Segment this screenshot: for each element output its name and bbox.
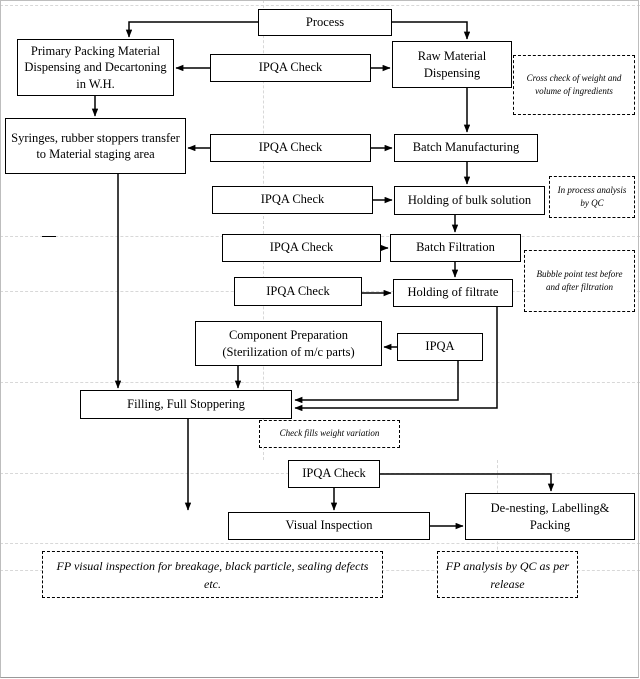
- grid-line: [0, 543, 640, 544]
- node-component-preparation[interactable]: Component Preparation (Sterilization of …: [195, 321, 382, 366]
- node-filling-full-stoppering[interactable]: Filling, Full Stoppering: [80, 390, 292, 419]
- node-ipqa-check-2[interactable]: IPQA Check: [210, 134, 371, 162]
- node-holding-bulk-solution[interactable]: Holding of bulk solution: [394, 186, 545, 215]
- note-fp-visual-inspection: FP visual inspection for breakage, black…: [42, 551, 383, 598]
- node-holding-filtrate[interactable]: Holding of filtrate: [393, 279, 513, 307]
- node-ipqa-check-4[interactable]: IPQA Check: [222, 234, 381, 262]
- note-check-fills-weight-variation: Check fills weight variation: [259, 420, 400, 448]
- node-primary-packing-material[interactable]: Primary Packing Material Dispensing and …: [17, 39, 174, 96]
- node-process[interactable]: Process: [258, 9, 392, 36]
- node-syringes-transfer[interactable]: Syringes, rubber stoppers transfer to Ma…: [5, 118, 186, 174]
- node-ipqa-check-1[interactable]: IPQA Check: [210, 54, 371, 82]
- grid-line-vertical: [263, 0, 264, 460]
- stray-rule: [42, 236, 56, 237]
- node-ipqa-check-3[interactable]: IPQA Check: [212, 186, 373, 214]
- node-ipqa[interactable]: IPQA: [397, 333, 483, 361]
- grid-line: [0, 5, 640, 6]
- node-denesting-labelling-packing[interactable]: De-nesting, Labelling& Packing: [465, 493, 635, 540]
- note-in-process-analysis: In process analysis by QC: [549, 176, 635, 218]
- node-ipqa-check-6[interactable]: IPQA Check: [288, 460, 380, 488]
- node-batch-manufacturing[interactable]: Batch Manufacturing: [394, 134, 538, 162]
- note-cross-check-weight: Cross check of weight and volume of ingr…: [513, 55, 635, 115]
- node-batch-filtration[interactable]: Batch Filtration: [390, 234, 521, 262]
- node-ipqa-check-5[interactable]: IPQA Check: [234, 277, 362, 306]
- node-raw-material-dispensing[interactable]: Raw Material Dispensing: [392, 41, 512, 88]
- node-visual-inspection[interactable]: Visual Inspection: [228, 512, 430, 540]
- grid-line: [0, 382, 640, 383]
- note-bubble-point-test: Bubble point test before and after filtr…: [524, 250, 635, 312]
- note-fp-analysis-by-qc: FP analysis by QC as per release: [437, 551, 578, 598]
